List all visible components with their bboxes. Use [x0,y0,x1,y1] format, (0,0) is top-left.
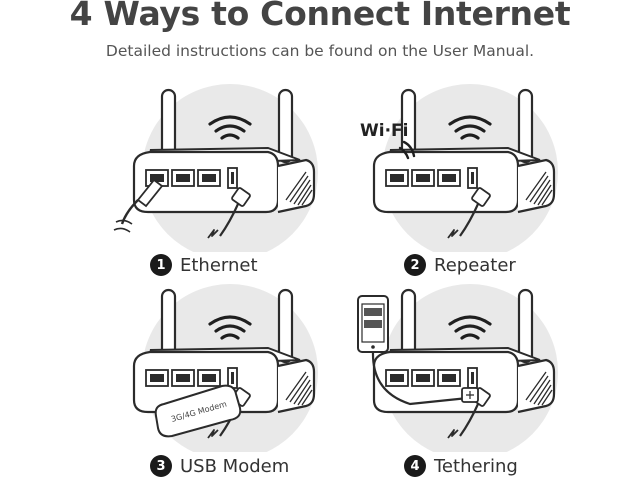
mode-repeater-label: 2 Repeater [404,254,516,276]
step-number-badge: 1 [150,254,172,276]
ethernet-scene [110,72,350,252]
mode-tethering-label: 4 Tethering [404,455,518,477]
mode-label: Repeater [434,254,516,276]
ethernet-cable-icon [113,178,164,233]
usb-modem-scene: 3G/4G Modem [110,272,350,452]
router-illustration: Wi·Fi [360,82,560,252]
step-number-badge: 3 [150,455,172,477]
mode-ethernet-label: 1 Ethernet [150,254,258,276]
mode-label: Ethernet [180,254,258,276]
step-number-badge: 4 [404,455,426,477]
page-title: 4 Ways to Connect Internet [69,0,571,33]
mode-label: USB Modem [180,455,290,477]
router-illustration [357,282,560,452]
wifi-logo-icon: Wi·Fi [360,121,416,160]
router-illustration [113,82,320,252]
tethering-scene [350,272,590,452]
usb-modem-icon: 3G/4G Modem [154,384,242,438]
page-subtitle: Detailed instructions can be found on th… [105,42,535,60]
wifi-logo-text: Wi·Fi [360,121,408,141]
step-number-badge: 2 [404,254,426,276]
router-illustration: 3G/4G Modem [132,282,320,452]
mode-usb-modem-label: 3 USB Modem [150,455,289,477]
repeater-scene: Wi·Fi [350,72,590,252]
smartphone-icon [357,295,479,406]
mode-label: Tethering [434,455,518,477]
